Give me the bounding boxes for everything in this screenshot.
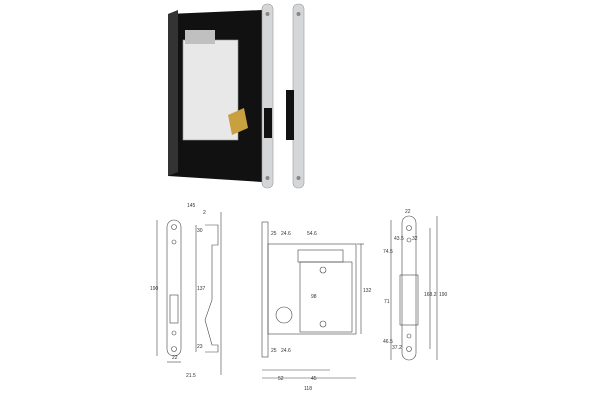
dim-label: 2: [203, 210, 206, 216]
dim-label: 46.5: [383, 339, 393, 345]
dim-label: 190: [439, 292, 448, 298]
dim-label: 137: [197, 286, 206, 292]
dim-label: 23: [197, 344, 203, 350]
dim-label: 98: [311, 294, 317, 300]
faceplate-front: [166, 219, 182, 357]
dim-label: 43.5: [394, 236, 404, 242]
dim-label: 132: [363, 288, 372, 294]
dim-label: 37.2: [392, 345, 402, 351]
dim-label: 22: [172, 355, 178, 361]
striker-plate: [401, 215, 417, 361]
dim-label: 74.5: [383, 249, 393, 255]
dimension-labels: 145 2 30 190 137 22 23 21.5 25 24.6 54.6…: [150, 203, 448, 392]
dim-label: 25: [271, 348, 277, 354]
dim-label: 21.5: [186, 373, 196, 379]
dim-label: 24.6: [281, 348, 291, 354]
dim-label: 25: [271, 231, 277, 237]
dim-label: 54.6: [307, 231, 317, 237]
dim-label: 22: [405, 209, 411, 215]
dim-label: 24.6: [281, 231, 291, 237]
dim-label: 52: [278, 376, 284, 382]
dim-label: 45: [311, 376, 317, 382]
dim-label: 30: [197, 228, 203, 234]
dim-label: 190: [150, 286, 159, 292]
faceplate-side: [204, 224, 219, 353]
dim-label: 145: [187, 203, 196, 209]
dim-label: 71: [384, 299, 390, 305]
dim-label: 32: [412, 236, 418, 242]
dim-label: 168.2: [424, 292, 437, 298]
dim-label: 118: [304, 386, 312, 392]
lock-photo: [168, 3, 305, 189]
